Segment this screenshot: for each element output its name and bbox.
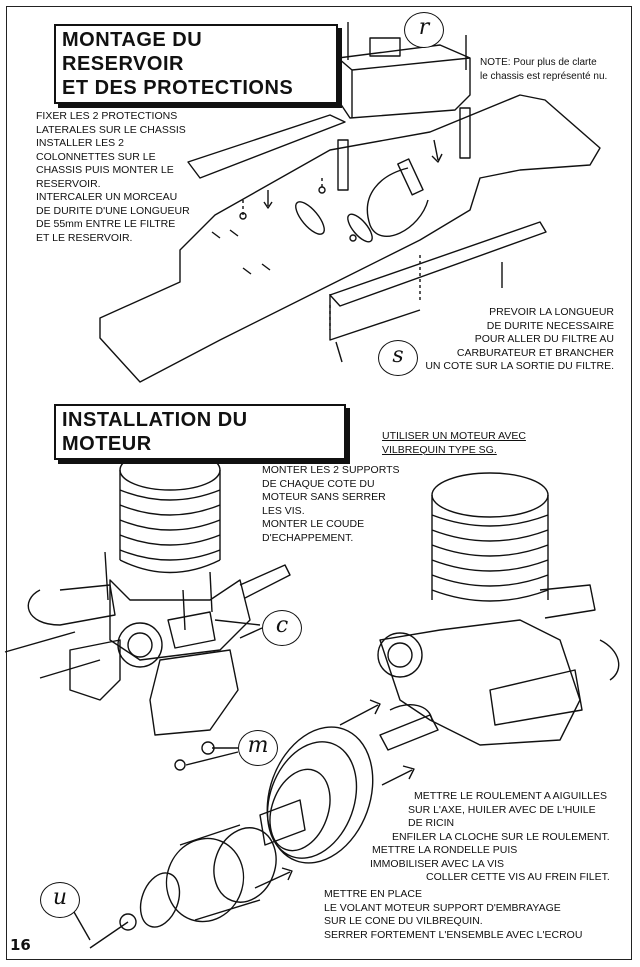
- callout-r: r: [404, 12, 444, 48]
- monter-line: MONTER LE COUDE: [262, 518, 365, 530]
- callout-m: m: [238, 730, 278, 766]
- chassis-drawing: [99, 22, 601, 383]
- volant-line: SERRER FORTEMENT L'ENSEMBLE AVEC L'ECROU: [324, 928, 583, 941]
- instruction-line: LATERALES SUR LE CHASSIS: [36, 123, 186, 136]
- instruction-line: DE DURITE D'UNE LONGUEUR: [36, 204, 190, 217]
- monter-line: D'ECHAPPEMENT.: [262, 531, 354, 544]
- engine-right-drawing: [73, 472, 620, 949]
- instruction-line: COLONNETTES SUR LE: [36, 150, 156, 163]
- monter-line: LES VIS.: [262, 504, 305, 517]
- roulement-line: DE RICIN: [408, 817, 455, 829]
- page-number: 16: [10, 936, 31, 954]
- section1-title-line1: MONTAGE DU RESERVOIR: [62, 29, 203, 75]
- callout-u: u: [40, 882, 80, 918]
- volant-line: METTRE EN PLACE: [324, 888, 423, 900]
- roulement-line: METTRE LA RONDELLE PUIS: [372, 844, 518, 856]
- callout-c: c: [262, 610, 302, 646]
- instruction-line: INSTALLER LES 2: [36, 137, 124, 149]
- volant-line: SUR LE CONE DU VILBREQUIN.: [324, 915, 483, 927]
- roulement-line: METTRE LE ROULEMENT A AIGUILLES: [414, 790, 607, 802]
- engine-left-drawing: [4, 449, 291, 771]
- roulement-line: IMMOBILISER AVEC LA VIS: [370, 857, 505, 870]
- section2-title-text: INSTALLATION DU MOTEUR: [62, 409, 248, 455]
- prevoir-line: PREVOIR LA LONGUEUR: [489, 306, 614, 318]
- section2-title: INSTALLATION DU MOTEUR: [54, 404, 346, 460]
- monter-text: MONTER LES 2 SUPPORTS DE CHAQUE COTE DU …: [262, 464, 400, 545]
- utiliser-text: UTILISER UN MOTEUR AVEC VILBREQUIN TYPE …: [382, 430, 526, 457]
- note-text: NOTE: Pour plus de clarte le chassis est…: [480, 56, 607, 83]
- instruction-line: CHASSIS PUIS MONTER LE: [36, 164, 174, 176]
- instruction-line: DE 55mm ENTRE LE FILTRE: [36, 218, 176, 230]
- volant-line: LE VOLANT MOTEUR SUPPORT D'EMBRAYAGE: [324, 901, 561, 914]
- prevoir-line: POUR ALLER DU FILTRE AU: [474, 333, 614, 345]
- section1-title: MONTAGE DU RESERVOIR ET DES PROTECTIONS: [54, 24, 338, 104]
- roulement-line: ENFILER LA CLOCHE SUR LE ROULEMENT.: [392, 830, 610, 843]
- utiliser-line: UTILISER UN MOTEUR AVEC: [382, 430, 526, 442]
- prevoir-line: CARBURATEUR ET BRANCHER: [456, 346, 614, 359]
- instruction-line: FIXER LES 2 PROTECTIONS: [36, 110, 178, 122]
- roulement-line: COLLER CETTE VIS AU FREIN FILET.: [426, 871, 610, 883]
- note-line: le chassis est représenté nu.: [480, 70, 608, 82]
- page-frame: [6, 6, 632, 960]
- instruction-line: RESERVOIR.: [36, 177, 101, 190]
- note-line: NOTE: Pour plus de clarte: [480, 57, 597, 68]
- roulement-text: METTRE LE ROULEMENT A AIGUILLES SUR L'AX…: [364, 790, 610, 885]
- instruction-line: INTERCALER UN MORCEAU: [36, 191, 178, 203]
- monter-line: MONTER LES 2 SUPPORTS: [262, 464, 400, 476]
- prevoir-line: UN COTE SUR LA SORTIE DU FILTRE.: [425, 360, 614, 372]
- callout-s: s: [378, 340, 418, 376]
- volant-text: METTRE EN PLACE LE VOLANT MOTEUR SUPPORT…: [324, 888, 582, 942]
- prevoir-line: DE DURITE NECESSAIRE: [486, 319, 614, 332]
- section1-instructions: FIXER LES 2 PROTECTIONS LATERALES SUR LE…: [36, 110, 190, 245]
- roulement-line: SUR L'AXE, HUILER AVEC DE L'HUILE: [408, 803, 596, 816]
- instruction-line: ET LE RESERVOIR.: [36, 231, 133, 244]
- monter-line: DE CHAQUE COTE DU: [262, 477, 375, 490]
- section1-title-line2: ET DES PROTECTIONS: [62, 77, 294, 99]
- monter-line: MOTEUR SANS SERRER: [262, 491, 386, 503]
- utiliser-line: VILBREQUIN TYPE SG.: [382, 443, 497, 456]
- prevoir-text: PREVOIR LA LONGUEUR DE DURITE NECESSAIRE…: [425, 306, 614, 374]
